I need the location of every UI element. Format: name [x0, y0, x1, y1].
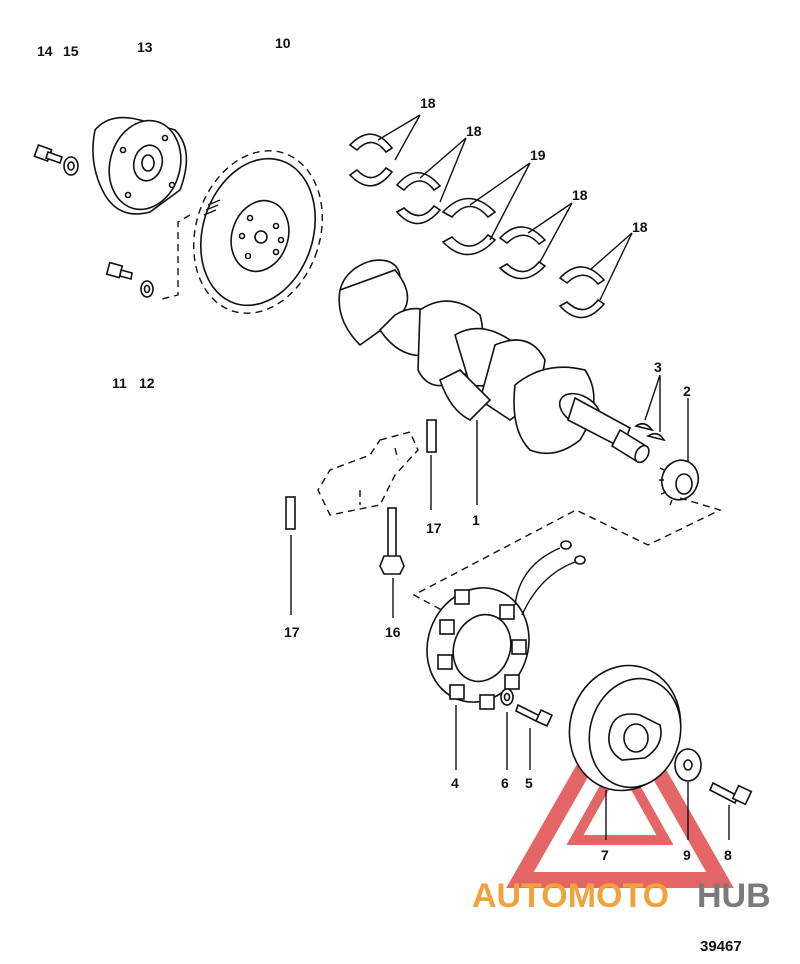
- flywheel: [192, 150, 324, 314]
- main-bearing-shells: [348, 133, 606, 319]
- crankshaft: [338, 259, 650, 464]
- callout-2: 2: [683, 383, 691, 399]
- callout-8: 8: [724, 847, 732, 863]
- callout-5: 5: [525, 775, 533, 791]
- callout-3: 3: [654, 359, 662, 375]
- callout-11: 11: [112, 375, 127, 391]
- coupler-hub: [92, 116, 188, 215]
- callout-1: 1: [472, 512, 480, 528]
- callout-18b: 18: [466, 123, 482, 139]
- harmonic-balancer: [568, 664, 682, 792]
- washer-9: [674, 748, 702, 782]
- callout-6: 6: [501, 775, 509, 791]
- woodruff-keys: [634, 422, 666, 442]
- bolt-14: [33, 143, 64, 165]
- screw-5: [515, 703, 554, 728]
- callout-18c: 18: [572, 187, 588, 203]
- bolt-8: [708, 781, 753, 806]
- callout-7: 7: [601, 847, 609, 863]
- figure-number: 39467: [700, 938, 742, 955]
- watermark-hub: HUB: [697, 877, 771, 915]
- callout-19: 19: [530, 147, 546, 163]
- washer-15: [63, 156, 79, 176]
- callout-13: 13: [137, 39, 153, 55]
- watermark-automoto: AUTOMOTO: [472, 877, 669, 915]
- bolt-11: [105, 261, 133, 281]
- timing-gear: [659, 459, 700, 506]
- callout-17b: 17: [284, 624, 300, 640]
- callout-18a: 18: [420, 95, 436, 111]
- watermark-text: AUTOMOTO HUB: [472, 877, 771, 915]
- bracket-dashed: [317, 431, 419, 516]
- dowel-pin-upper: [426, 419, 437, 453]
- stator: [426, 540, 586, 710]
- watermark-logo: [506, 688, 734, 888]
- callout-4: 4: [451, 775, 459, 791]
- washer-12: [140, 280, 154, 298]
- callout-16: 16: [385, 624, 401, 640]
- callout-14: 14: [37, 43, 53, 59]
- callout-9: 9: [683, 847, 691, 863]
- callout-15: 15: [63, 43, 79, 59]
- dowel-pin-lower: [285, 496, 296, 530]
- bolt-16: [379, 507, 405, 575]
- callout-17a: 17: [426, 520, 442, 536]
- callout-labels: 14 15 13 10 18 18 19 18 18 3 2 11 12 17 …: [37, 35, 732, 863]
- callout-18d: 18: [632, 219, 648, 235]
- washer-6: [500, 688, 514, 706]
- callout-12: 12: [139, 375, 155, 391]
- callout-10: 10: [275, 35, 291, 51]
